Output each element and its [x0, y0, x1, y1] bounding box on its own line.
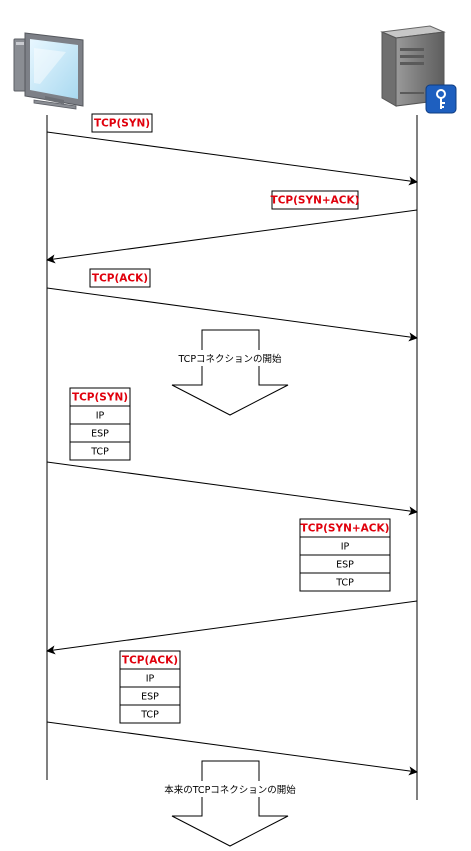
packet-table: TCP(SYN) IP ESP TCP	[69, 387, 131, 461]
packet-layer-tcp: TCP	[335, 578, 354, 589]
packet-layer-tcp: TCP	[90, 447, 109, 458]
packet-table: TCP(ACK) IP ESP TCP	[119, 650, 181, 724]
message-label: TCP(SYN+ACK)	[271, 195, 360, 207]
packet-layer-tcp: TCP	[140, 710, 159, 721]
phase-arrow	[171, 760, 289, 847]
packet-layer-ip: IP	[96, 411, 105, 422]
packet-layer-ip: IP	[341, 542, 350, 553]
message-label: TCP(SYN)	[94, 118, 150, 130]
packet-layer-ip: IP	[146, 674, 155, 685]
desktop-computer-icon	[13, 32, 84, 110]
phase-note-bg	[146, 781, 314, 797]
message-arrow	[46, 131, 418, 186]
message-label-box	[89, 268, 151, 288]
phase-note-bg	[166, 350, 294, 366]
packet-layer-esp: ESP	[336, 560, 354, 571]
phase-note: TCPコネクションの開始	[177, 353, 282, 365]
message-label-box	[91, 113, 153, 133]
message-arrow	[46, 721, 418, 776]
message-arrow	[46, 287, 418, 342]
packet-table: TCP(SYN+ACK) IP ESP TCP	[299, 518, 391, 592]
message-label-box	[271, 190, 359, 210]
packet-table-title: TCP(ACK)	[122, 655, 178, 667]
packet-layer-esp: ESP	[91, 429, 109, 440]
packet-table-title: TCP(SYN)	[72, 392, 128, 404]
phase-arrow	[171, 329, 289, 416]
key-icon	[425, 84, 457, 114]
message-arrow	[46, 600, 418, 655]
message-arrow	[46, 209, 418, 264]
packet-table-title: TCP(SYN+ACK)	[301, 523, 390, 535]
phase-note: 本来のTCPコネクションの開始	[164, 784, 296, 796]
packet-layer-esp: ESP	[141, 692, 159, 703]
message-label: TCP(ACK)	[92, 273, 148, 285]
message-arrow	[46, 461, 418, 516]
